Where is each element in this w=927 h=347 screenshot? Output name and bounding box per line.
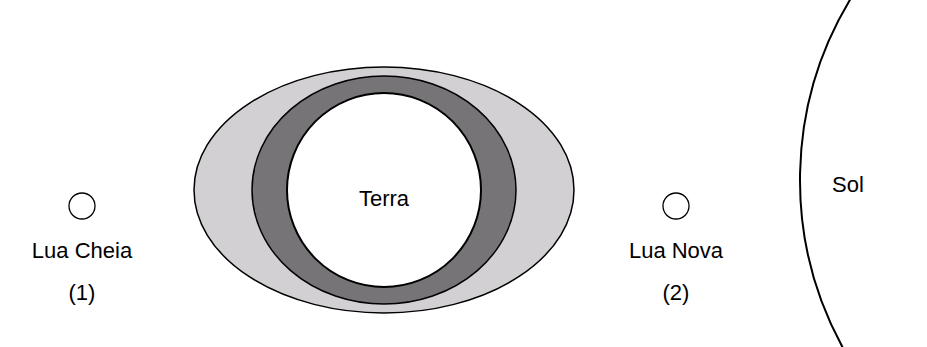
inner-bulge (252, 76, 516, 304)
callout-number: (1) (69, 280, 96, 306)
callout-number: (2) (663, 280, 690, 306)
moon-outline (663, 193, 689, 219)
sun-shape: Sol (790, 0, 927, 347)
moon-label: Lua Nova (629, 238, 723, 264)
moon-label: Lua Cheia (32, 238, 132, 264)
moon-node: Lua Cheia (1) (12, 192, 152, 306)
moon-outline (69, 193, 95, 219)
sun-label: Sol (832, 172, 864, 198)
outer-bulge (194, 67, 574, 313)
earth-circle: Terra (286, 92, 482, 288)
moon-circle (67, 192, 97, 222)
moon-node: Lua Nova (2) (606, 192, 746, 306)
earth-label: Terra (359, 186, 409, 212)
moon-circle (661, 192, 691, 222)
